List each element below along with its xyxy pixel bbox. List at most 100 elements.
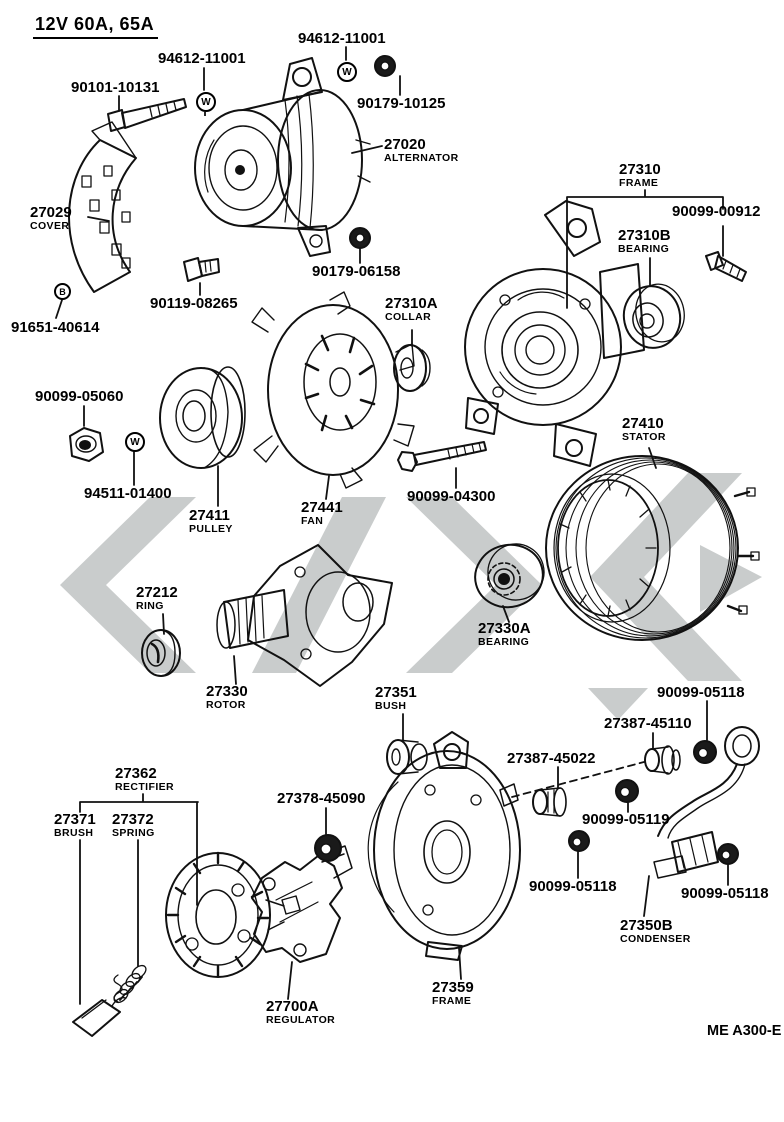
part-number: 90179-10125 bbox=[357, 95, 446, 112]
part-name: RING bbox=[136, 599, 164, 612]
part-label-90119-08265: 90119-08265 bbox=[150, 296, 238, 312]
fan-drawing bbox=[251, 291, 415, 489]
part-name: BEARING bbox=[618, 242, 670, 255]
part-name: FAN bbox=[301, 514, 324, 527]
cover-drawing bbox=[68, 121, 137, 293]
part-number: 27351 bbox=[375, 684, 417, 701]
part-number: 27411 bbox=[189, 507, 230, 524]
part-number: 27441 bbox=[301, 499, 343, 516]
brush-spring-drawing bbox=[72, 964, 147, 1037]
part-name: RECTIFIER bbox=[115, 780, 175, 793]
part-number: 27310 bbox=[619, 161, 661, 178]
part-number: 27378-45090 bbox=[277, 790, 366, 807]
part-name: COVER bbox=[30, 219, 70, 232]
washer-symbol-icon: W bbox=[196, 92, 216, 112]
rectifier-drawing bbox=[165, 851, 301, 978]
part-number: 91651-40614 bbox=[11, 319, 100, 336]
part-number: 90099-05118 bbox=[681, 885, 769, 902]
part-number: 27310B bbox=[618, 227, 671, 244]
part-number: 27212 bbox=[136, 584, 178, 601]
nut-90099-05118-right-drawing bbox=[717, 843, 739, 865]
part-number: 90101-10131 bbox=[71, 79, 160, 96]
part-label-90099-05118-b: 90099-05118 bbox=[529, 879, 617, 895]
page-code: ME A300-E bbox=[707, 1023, 782, 1039]
part-number: 90099-05118 bbox=[529, 878, 617, 895]
bolt-symbol-icon: B bbox=[54, 283, 71, 300]
bearing-27330a-drawing bbox=[474, 543, 545, 609]
part-name: SPRING bbox=[112, 826, 155, 839]
part-number: 90099-05118 bbox=[657, 684, 745, 701]
part-number: 27359 bbox=[432, 979, 474, 996]
part-number: 27350B bbox=[620, 917, 673, 934]
bolt-90119-drawing bbox=[183, 257, 220, 282]
insulator-27387-45022-drawing bbox=[532, 787, 567, 817]
washer-symbol-icon: W bbox=[337, 62, 357, 82]
bolt-90099-04300-drawing bbox=[397, 441, 487, 472]
part-number: 27330A bbox=[478, 620, 531, 637]
regulator-drawing bbox=[251, 845, 353, 963]
part-name: ROTOR bbox=[206, 698, 246, 711]
part-label-27387-45022: 27387-45022 bbox=[507, 751, 595, 767]
part-label-90099-04300: 90099-04300 bbox=[407, 489, 495, 505]
leader-lines bbox=[55, 46, 729, 1005]
part-label-90179-10125: 90179-10125 bbox=[357, 96, 445, 112]
frame-27359-drawing bbox=[367, 731, 521, 961]
part-name: FRAME bbox=[432, 994, 472, 1007]
part-number: 90099-05060 bbox=[35, 388, 124, 405]
part-number: 90179-06158 bbox=[312, 263, 401, 280]
part-name: COLLAR bbox=[385, 310, 432, 323]
stator-drawing bbox=[545, 455, 760, 641]
part-name: REGULATOR bbox=[266, 1013, 336, 1026]
part-label-94612-11001-b: 94612-11001 bbox=[298, 31, 386, 47]
part-number: 27371 bbox=[54, 811, 96, 828]
part-name: BRUSH bbox=[54, 826, 94, 839]
nut-90099-05118-top-drawing bbox=[693, 740, 717, 764]
part-label-90099-00912: 90099-00912 bbox=[672, 204, 760, 220]
nut-90099-05118-mid-drawing bbox=[568, 830, 590, 852]
part-number: 27387-45022 bbox=[507, 750, 596, 767]
part-number: 27020 bbox=[384, 136, 426, 153]
pulley-drawing bbox=[159, 366, 246, 469]
part-number: 27029 bbox=[30, 204, 72, 221]
part-number: 94612-11001 bbox=[158, 50, 246, 67]
part-name: ALTERNATOR bbox=[384, 151, 459, 164]
part-number: 27372 bbox=[112, 811, 154, 828]
part-number: 94612-11001 bbox=[298, 30, 386, 47]
part-number: 27700A bbox=[266, 998, 319, 1015]
nut-27378-drawing bbox=[314, 834, 342, 862]
part-label-90099-05060: 90099-05060 bbox=[35, 389, 123, 405]
part-name: BEARING bbox=[478, 635, 530, 648]
part-label-94511-01400: 94511-01400 bbox=[84, 486, 172, 502]
part-label-91651-40614: 91651-40614 bbox=[11, 320, 99, 336]
alternator-drawing bbox=[194, 57, 371, 257]
bolt-90099-00912-drawing bbox=[705, 251, 747, 282]
part-name: STATOR bbox=[622, 430, 666, 443]
part-label-94612-11001-a: 94612-11001 bbox=[158, 51, 246, 67]
frame-27310-drawing bbox=[464, 200, 645, 467]
part-label-90179-06158: 90179-06158 bbox=[312, 264, 400, 280]
bearing-27310b-drawing bbox=[622, 283, 685, 349]
part-label-27378-45090: 27378-45090 bbox=[277, 791, 365, 807]
part-label-27387-45110: 27387-45110 bbox=[604, 716, 692, 732]
rotor-drawing bbox=[216, 544, 393, 687]
part-number: 94511-01400 bbox=[84, 485, 172, 502]
nut-90179-06158-drawing bbox=[349, 227, 371, 249]
part-number: 90119-08265 bbox=[150, 295, 238, 312]
washer-90099-05119-drawing bbox=[615, 779, 639, 803]
terminal-27387-45110-drawing bbox=[644, 745, 681, 775]
